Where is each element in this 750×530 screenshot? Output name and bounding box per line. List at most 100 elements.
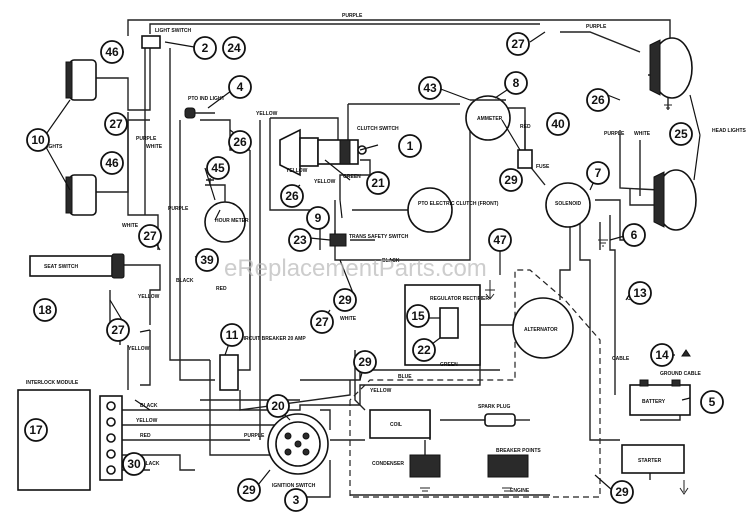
callout-30: 30 <box>122 452 146 476</box>
callout-10: 10 <box>26 128 50 152</box>
ignition-switch <box>267 413 329 475</box>
callout-17: 17 <box>24 418 48 442</box>
condenser-label: CONDENSER <box>372 461 404 467</box>
svg-text:27: 27 <box>109 117 123 131</box>
wire-purple-top: PURPLE <box>342 13 363 19</box>
callout-4: 4 <box>228 75 252 99</box>
pto-indicator-light <box>184 107 215 119</box>
callout-47: 47 <box>488 228 512 252</box>
callout-25: 25 <box>669 122 693 146</box>
svg-text:6: 6 <box>631 228 638 242</box>
wire-yellow-seat: YELLOW <box>138 294 160 300</box>
wire-green-clutch: GREEN <box>343 174 361 180</box>
svg-text:14: 14 <box>655 348 669 362</box>
svg-text:21: 21 <box>371 176 385 190</box>
wire-blue: BLUE <box>398 374 412 380</box>
svg-text:13: 13 <box>633 286 647 300</box>
svg-text:29: 29 <box>615 485 629 499</box>
wire-green-engine: GREEN <box>440 362 458 368</box>
engine-label: ENGINE <box>510 488 530 494</box>
callout-46-upper: 46 <box>100 40 124 64</box>
callout-6: 6 <box>622 223 646 247</box>
svg-text:46: 46 <box>105 45 119 59</box>
wire-purple-ignition: PURPLE <box>244 433 265 439</box>
wire-black-interlock: BLACK <box>140 403 158 409</box>
wire-red-interlock: RED <box>140 433 151 439</box>
svg-text:30: 30 <box>127 457 141 471</box>
callout-27-center: 27 <box>310 310 334 334</box>
pto-clutch-label: PTO ELECTRIC CLUTCH (FRONT) <box>418 201 499 207</box>
callout-27-left: 27 <box>138 224 162 248</box>
seat-switch-label: SEAT SWITCH <box>44 264 78 270</box>
coil <box>369 409 431 439</box>
wire-white-center: WHITE <box>340 316 357 322</box>
svg-text:10: 10 <box>31 133 45 147</box>
battery <box>629 379 691 416</box>
svg-text:43: 43 <box>423 81 437 95</box>
ignition-label: IGNITION SWITCH <box>272 483 316 489</box>
svg-text:9: 9 <box>315 211 322 225</box>
callout-24: 24 <box>222 36 246 60</box>
svg-text:26: 26 <box>233 135 247 149</box>
svg-text:27: 27 <box>511 37 525 51</box>
callout-29-bottom-left: 29 <box>237 478 261 502</box>
ammeter-label: AMMETER <box>477 116 503 122</box>
svg-text:29: 29 <box>358 355 372 369</box>
callout-26-left: 26 <box>228 130 252 154</box>
wire-purple-headlight: PURPLE <box>604 131 625 137</box>
clutch-switch-label: CLUTCH SWITCH <box>357 126 399 132</box>
svg-text:47: 47 <box>493 233 507 247</box>
callout-8: 8 <box>504 71 528 95</box>
callout-26-right: 26 <box>586 88 610 112</box>
head-light-lower <box>653 169 697 231</box>
callout-14: 14 <box>650 343 674 367</box>
svg-text:27: 27 <box>111 323 125 337</box>
alternator-label: ALTERNATOR <box>524 327 558 333</box>
callout-27-seat: 27 <box>106 318 130 342</box>
svg-text:23: 23 <box>293 233 307 247</box>
callout-46-lower: 46 <box>100 151 124 175</box>
wire-black-mid: BLACK <box>382 258 400 264</box>
spark-plug-label: SPARK PLUG <box>478 404 511 410</box>
svg-text:26: 26 <box>591 93 605 107</box>
wire-white-tail: WHITE <box>146 144 163 150</box>
callout-40: 40 <box>546 112 570 136</box>
wire-red-fuse: RED <box>520 124 531 130</box>
callout-2: 2 <box>193 36 217 60</box>
wire-black-interlock-low: BLACK <box>142 461 160 467</box>
watermark: eReplacementParts.com <box>224 255 487 282</box>
svg-text:29: 29 <box>338 293 352 307</box>
callout-43: 43 <box>418 76 442 100</box>
callout-9: 9 <box>306 206 330 230</box>
callout-26-mid: 26 <box>280 184 304 208</box>
svg-text:18: 18 <box>38 303 52 317</box>
svg-text:8: 8 <box>513 76 520 90</box>
svg-text:5: 5 <box>709 395 716 409</box>
svg-text:24: 24 <box>227 41 241 55</box>
callout-23: 23 <box>288 228 312 252</box>
wire-red-left: RED <box>216 286 227 292</box>
svg-text:7: 7 <box>595 166 602 180</box>
callout-22: 22 <box>412 338 436 362</box>
head-lights-label: HEAD LIGHTS <box>712 128 747 134</box>
callout-1: 1 <box>398 134 422 158</box>
wire-white-headlight: WHITE <box>634 131 651 137</box>
ground-symbols <box>420 104 691 495</box>
condenser <box>409 454 441 478</box>
svg-text:26: 26 <box>285 189 299 203</box>
interlock-label: INTERLOCK MODULE <box>26 380 79 386</box>
ammeter <box>465 95 511 141</box>
wire-yellow-interlock: YELLOW <box>128 346 150 352</box>
fuse <box>517 149 533 169</box>
breaker-points-label: BREAKER POINTS <box>496 448 541 454</box>
callout-27-tail: 27 <box>104 112 128 136</box>
svg-text:39: 39 <box>200 253 214 267</box>
callout-5: 5 <box>700 390 724 414</box>
battery-label: BATTERY <box>642 399 666 405</box>
spark-plug <box>484 413 530 427</box>
callout-11: 11 <box>220 323 244 347</box>
trans-safety-label: TRANS SAFETY SWITCH <box>349 234 409 240</box>
wire-yellow-interlock-out: YELLOW <box>136 418 158 424</box>
pto-electric-clutch <box>407 187 453 233</box>
wire-yellow-low: YELLOW <box>314 179 336 185</box>
